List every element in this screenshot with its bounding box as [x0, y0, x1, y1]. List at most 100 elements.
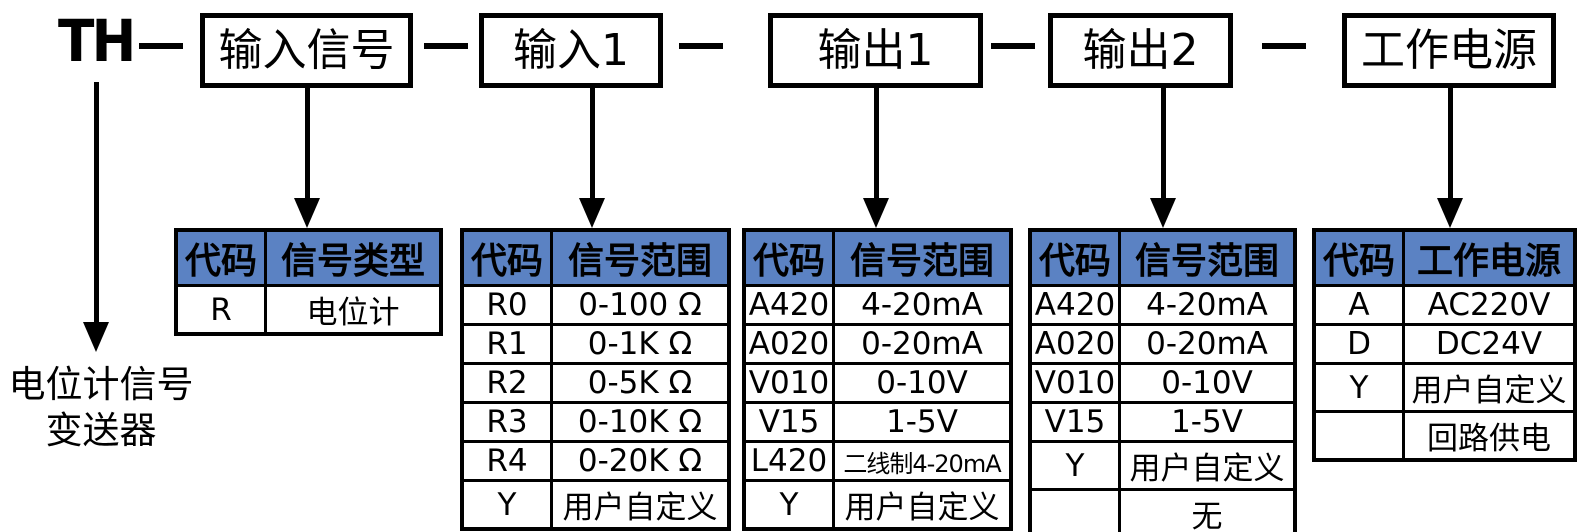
down-arrow — [579, 88, 605, 228]
table-row: 无 — [1028, 488, 1297, 532]
down-arrow — [294, 88, 320, 228]
code-cell: A020 — [1028, 323, 1121, 365]
dash-connector — [679, 43, 723, 49]
down-arrow — [863, 88, 889, 228]
value-cell: 4-20mA — [1118, 284, 1297, 326]
value-cell: 用户自定义 — [1118, 440, 1297, 491]
prefix-note-line-2: 变送器 — [45, 409, 157, 452]
arrow-head-icon — [579, 198, 605, 228]
code-cell: A420 — [742, 284, 835, 326]
prefix-note: 电位计信号 变送器 — [0, 362, 202, 454]
table-row: 回路供电 — [1312, 410, 1577, 462]
value-cell: 1-5V — [1118, 401, 1297, 443]
column-header: 代码 — [174, 228, 267, 287]
code-cell: R1 — [460, 323, 553, 365]
table-header-row: 代码工作电源 — [1312, 228, 1577, 287]
code-cell — [1312, 410, 1405, 462]
value-cell: 无 — [1118, 488, 1297, 532]
code-cell: D — [1312, 323, 1405, 365]
column-header: 信号范围 — [550, 228, 731, 287]
value-cell: 0-10V — [1118, 362, 1297, 404]
value-cell: 0-100 Ω — [550, 284, 731, 326]
value-cell: 0-10K Ω — [550, 401, 731, 443]
table-header-row: 代码信号范围 — [742, 228, 1013, 287]
value-cell: DC24V — [1402, 323, 1577, 365]
column-header: 代码 — [1312, 228, 1405, 287]
value-cell: 回路供电 — [1402, 410, 1577, 462]
value-cell: 0-1K Ω — [550, 323, 731, 365]
code-cell: R3 — [460, 401, 553, 443]
arrow-head-icon — [1437, 198, 1463, 228]
segment-box-input-signal: 输入信号 — [200, 13, 413, 88]
code-cell: R0 — [460, 284, 553, 326]
column-header: 工作电源 — [1402, 228, 1577, 287]
value-cell: 0-20mA — [832, 323, 1013, 365]
code-cell: V15 — [1028, 401, 1121, 443]
code-cell: V010 — [742, 362, 835, 404]
arrow-shaft — [589, 88, 595, 198]
code-cell: Y — [460, 479, 553, 531]
segment-box-input-1: 输入1 — [479, 13, 663, 88]
down-arrow — [83, 82, 109, 352]
model-prefix-label: TH — [58, 7, 136, 75]
segment-box-output-2: 输出2 — [1048, 13, 1233, 88]
code-cell: Y — [1028, 440, 1121, 491]
arrow-head-icon — [1150, 198, 1176, 228]
dash-connector — [424, 43, 468, 49]
value-cell: 用户自定义 — [1402, 362, 1577, 413]
segment-box-output-1: 输出1 — [768, 13, 983, 88]
value-cell: 0-5K Ω — [550, 362, 731, 404]
value-cell: 电位计 — [264, 284, 443, 336]
dash-connector — [1262, 43, 1306, 49]
code-cell: A020 — [742, 323, 835, 365]
value-cell: 4-20mA — [832, 284, 1013, 326]
code-cell: A — [1312, 284, 1405, 326]
dash-connector — [139, 43, 183, 49]
column-header: 代码 — [742, 228, 835, 287]
table-header-row: 代码信号类型 — [174, 228, 443, 287]
dash-connector — [991, 43, 1035, 49]
arrow-head-icon — [83, 322, 109, 352]
table-header-row: 代码信号范围 — [460, 228, 731, 287]
code-cell: R2 — [460, 362, 553, 404]
arrow-head-icon — [863, 198, 889, 228]
column-header: 信号范围 — [832, 228, 1013, 287]
prefix-note-line-1: 电位计信号 — [8, 363, 194, 406]
value-cell: 0-20K Ω — [550, 440, 731, 482]
arrow-shaft — [304, 88, 310, 198]
value-cell: 0-10V — [832, 362, 1013, 404]
column-header: 代码 — [460, 228, 553, 287]
value-cell: 0-20mA — [1118, 323, 1297, 365]
arrow-shaft — [1160, 88, 1166, 198]
column-header: 信号范围 — [1118, 228, 1297, 287]
value-cell: 1-5V — [832, 401, 1013, 443]
code-cell: V010 — [1028, 362, 1121, 404]
code-cell: L420 — [742, 440, 835, 482]
arrow-shaft — [1447, 88, 1453, 198]
value-cell: 用户自定义 — [550, 479, 731, 531]
down-arrow — [1150, 88, 1176, 228]
down-arrow — [1437, 88, 1463, 228]
table-header-row: 代码信号范围 — [1028, 228, 1297, 287]
